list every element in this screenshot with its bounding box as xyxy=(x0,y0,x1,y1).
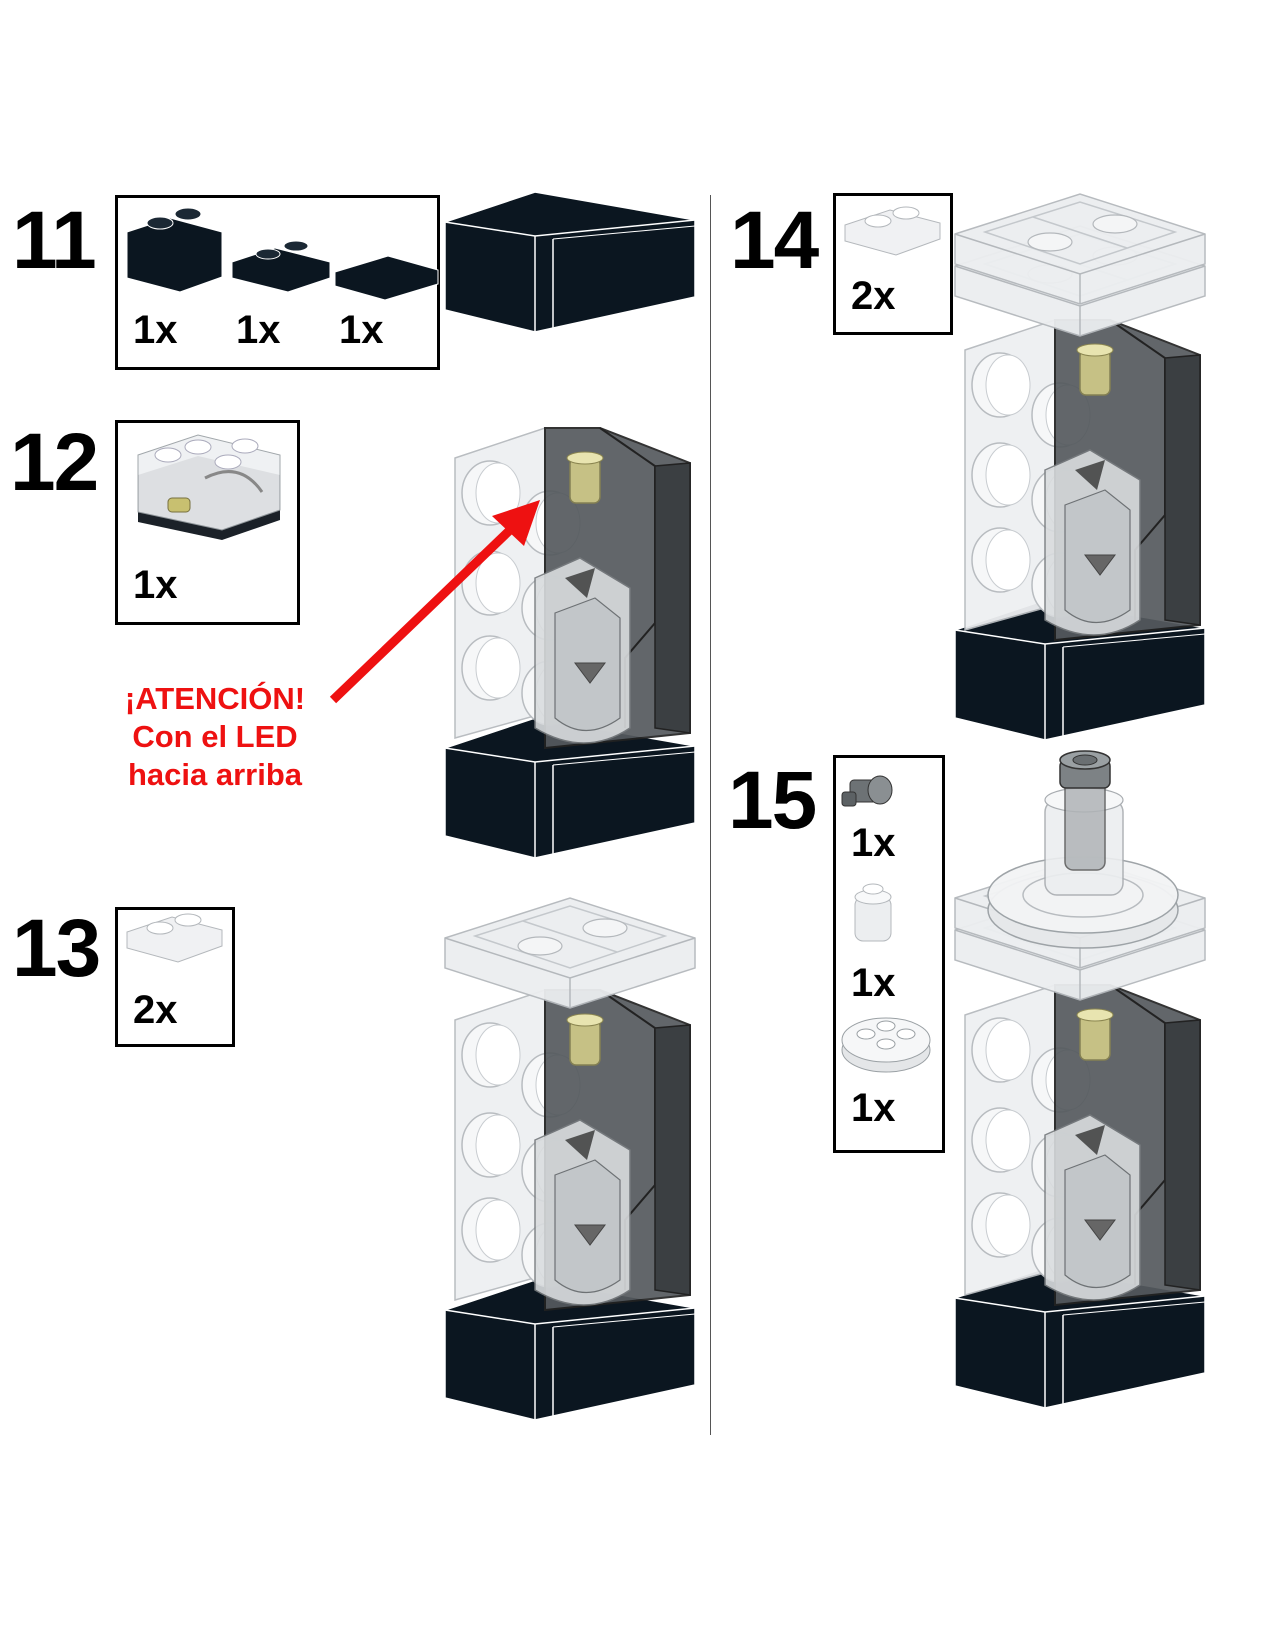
part-round-plate-icon xyxy=(841,1017,931,1073)
part-dark-tile-icon xyxy=(334,255,439,301)
warning-line-2: Con el LED xyxy=(132,719,298,754)
warning-line-1: ¡ATENCIÓN! xyxy=(124,681,306,716)
part-trans-plate-icon xyxy=(126,913,223,963)
qty-label: 1x xyxy=(851,1086,896,1130)
step-14-model xyxy=(954,193,1206,741)
qty-label: 1x xyxy=(851,961,896,1005)
step-15-model xyxy=(954,750,1206,1409)
part-trans-plate-icon xyxy=(844,206,941,256)
qty-label: 1x xyxy=(851,821,896,865)
step-number-12: 12 xyxy=(10,417,99,508)
parts-box-step-14: 2x xyxy=(833,193,953,335)
part-trans-round-brick-icon xyxy=(854,883,892,942)
parts-box-step-15: 1x 1x 1x xyxy=(833,755,945,1153)
qty-label: 1x xyxy=(133,308,178,352)
qty-label: 2x xyxy=(133,988,178,1032)
part-led-brick-icon xyxy=(137,434,281,540)
warning-line-3: hacia arriba xyxy=(127,757,303,792)
step-number-15: 15 xyxy=(728,755,817,846)
led-arrow xyxy=(329,500,540,704)
step-number-14: 14 xyxy=(730,195,819,286)
part-dark-plate-icon xyxy=(231,240,331,293)
step-13-model xyxy=(444,897,696,1421)
step-number-11: 11 xyxy=(12,195,97,286)
qty-label: 1x xyxy=(236,308,281,352)
column-divider xyxy=(710,195,711,1435)
qty-label: 1x xyxy=(133,563,178,607)
step-11-model xyxy=(444,191,696,333)
led-warning: ¡ATENCIÓN! Con el LED hacia arriba xyxy=(95,680,335,794)
step-number-13: 13 xyxy=(12,903,101,994)
step-12-model xyxy=(444,428,696,859)
part-dark-brick-icon xyxy=(126,207,223,293)
qty-label: 1x xyxy=(339,308,384,352)
part-grey-pin-icon xyxy=(841,775,893,807)
qty-label: 2x xyxy=(851,274,896,318)
